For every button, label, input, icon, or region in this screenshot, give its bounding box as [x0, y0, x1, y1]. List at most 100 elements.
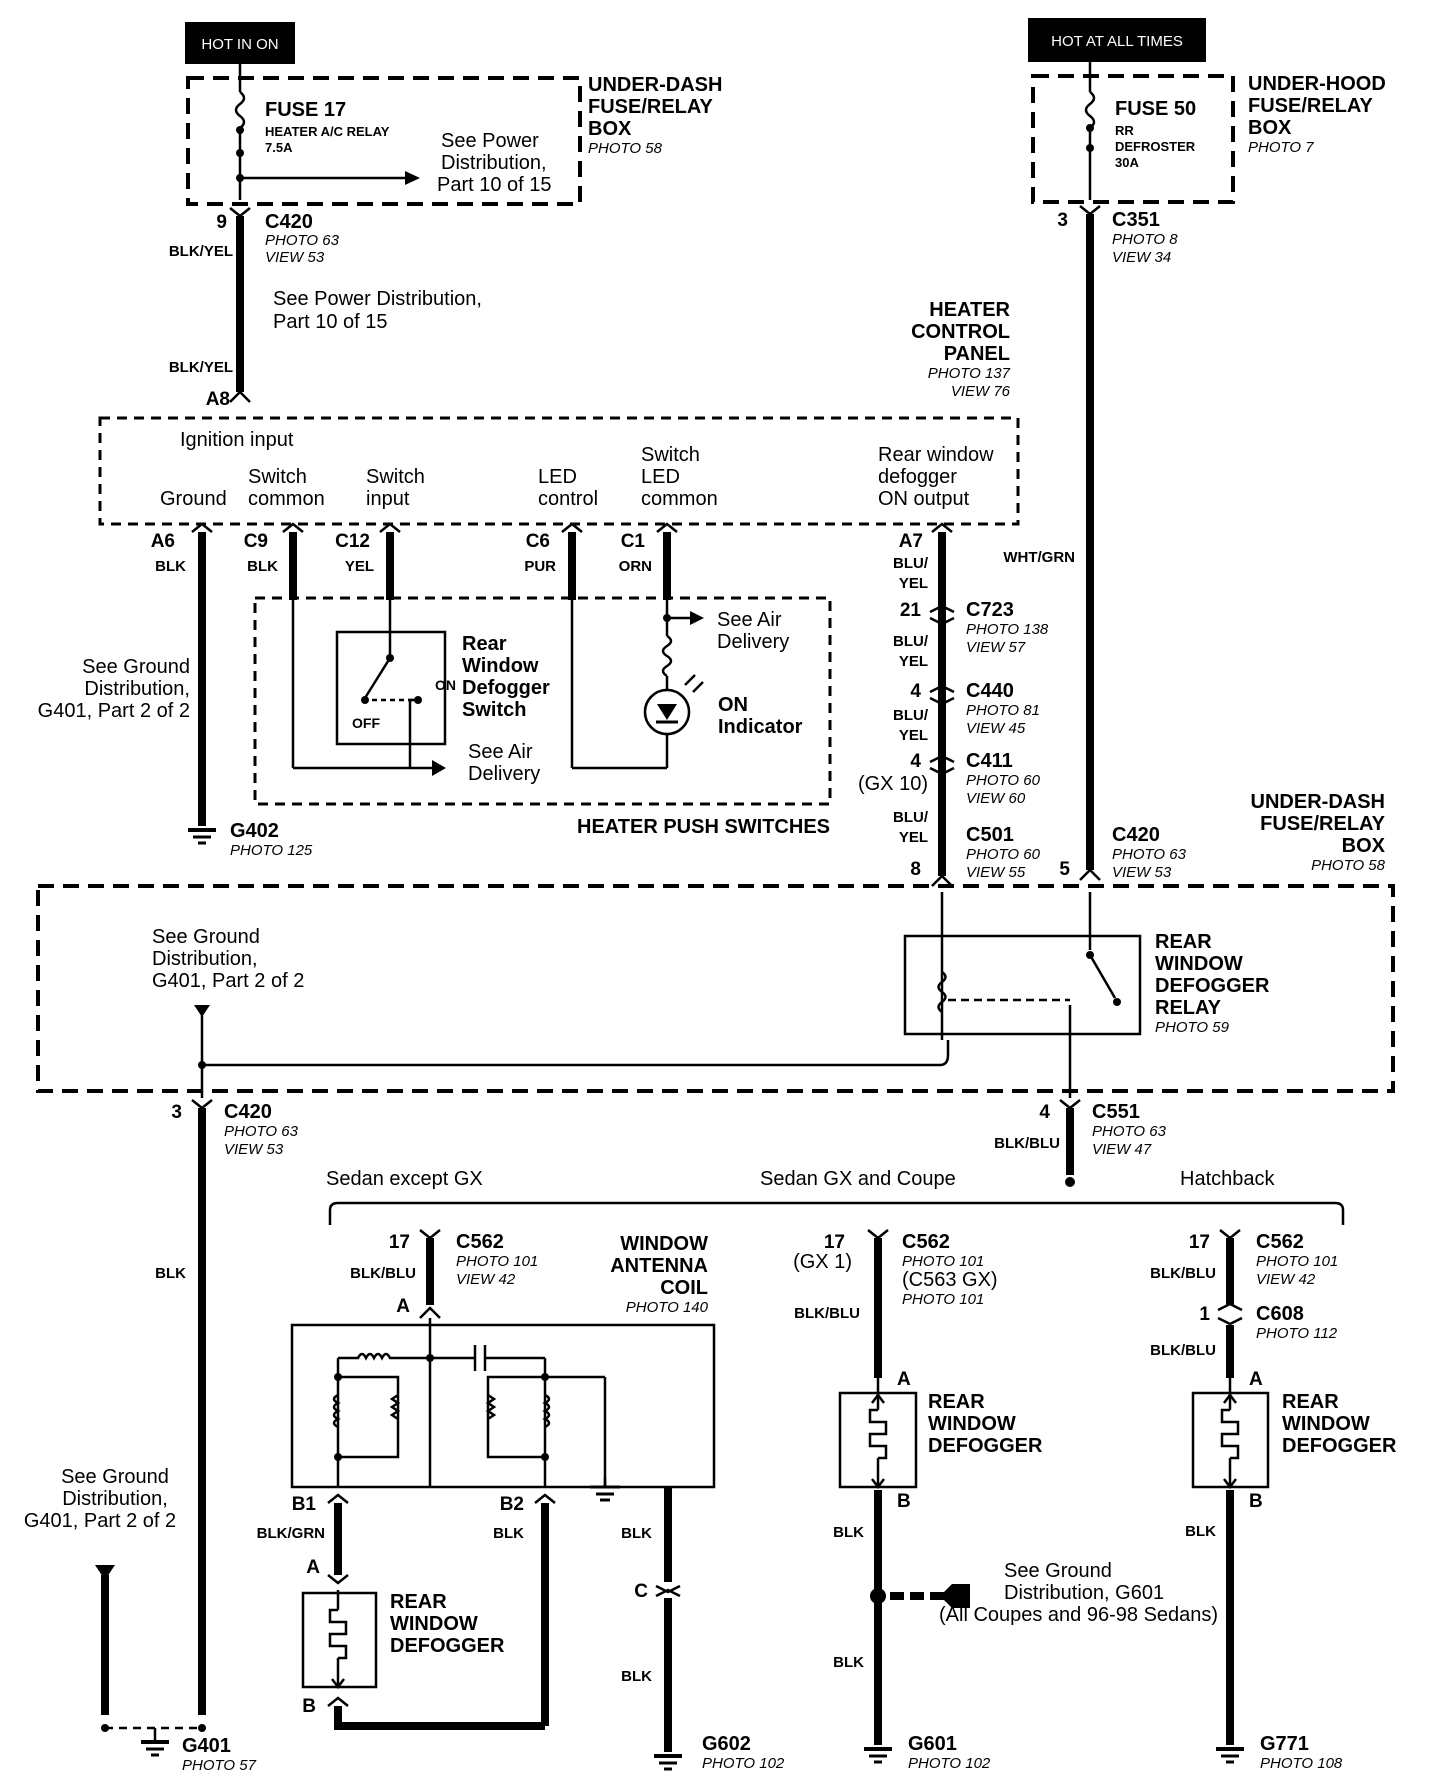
svg-text:BLU/: BLU/ [893, 809, 929, 826]
svg-text:A: A [1249, 1369, 1263, 1390]
svg-text:17: 17 [824, 1232, 845, 1253]
svg-text:4: 4 [910, 751, 921, 772]
svg-text:VIEW 76: VIEW 76 [951, 383, 1011, 400]
svg-text:Indicator: Indicator [718, 716, 803, 738]
led-indicator-icon [643, 674, 704, 736]
svg-text:G601: G601 [908, 1733, 957, 1755]
svg-text:B2: B2 [500, 1494, 524, 1515]
heater-control-panel: HEATER CONTROL PANEL PHOTO 137 VIEW 76 I… [98, 299, 1020, 526]
svg-text:Sedan except GX: Sedan except GX [326, 1168, 483, 1190]
svg-text:See Air: See Air [717, 609, 782, 631]
svg-text:A6: A6 [151, 531, 175, 552]
svg-text:FUSE/RELAY: FUSE/RELAY [1260, 813, 1386, 835]
svg-text:See Ground: See Ground [1004, 1560, 1112, 1582]
svg-text:BLK/GRN: BLK/GRN [257, 1525, 325, 1542]
svg-text:PHOTO 125: PHOTO 125 [230, 842, 313, 859]
svg-text:WHT/GRN: WHT/GRN [1003, 549, 1075, 566]
svg-text:4: 4 [910, 681, 921, 702]
svg-text:See Power: See Power [441, 130, 539, 152]
svg-text:PHOTO 8: PHOTO 8 [1112, 231, 1178, 248]
svg-text:B: B [897, 1491, 911, 1512]
svg-text:9: 9 [216, 212, 227, 233]
svg-text:COIL: COIL [660, 1277, 708, 1299]
svg-text:PHOTO 7: PHOTO 7 [1248, 139, 1314, 156]
svg-text:(GX 1): (GX 1) [793, 1251, 852, 1273]
svg-text:Rear: Rear [462, 633, 507, 655]
svg-text:PHOTO 63: PHOTO 63 [224, 1123, 299, 1140]
svg-text:Switch: Switch [641, 444, 700, 466]
svg-text:3: 3 [1057, 210, 1068, 231]
svg-text:PHOTO 101: PHOTO 101 [902, 1291, 984, 1308]
svg-text:LED: LED [538, 466, 577, 488]
svg-text:PHOTO 137: PHOTO 137 [928, 365, 1011, 382]
svg-text:BLK: BLK [247, 558, 278, 575]
svg-text:ON: ON [718, 694, 748, 716]
svg-text:REAR: REAR [928, 1391, 985, 1413]
svg-text:HEATER PUSH SWITCHES: HEATER PUSH SWITCHES [577, 816, 830, 838]
svg-text:Distribution,: Distribution, [84, 678, 190, 700]
svg-text:17: 17 [1189, 1232, 1210, 1253]
svg-text:BLU/: BLU/ [893, 707, 929, 724]
svg-text:PHOTO 108: PHOTO 108 [1260, 1755, 1343, 1772]
under-dash-fuse-box-lower: UNDER-DASH FUSE/RELAY BOX PHOTO 58 See G… [36, 791, 1395, 1098]
svg-text:C723: C723 [966, 599, 1014, 621]
svg-text:common: common [641, 488, 718, 510]
svg-text:defogger: defogger [878, 466, 957, 488]
svg-text:RELAY: RELAY [1155, 997, 1222, 1019]
g402-ground-wire: BLK See Ground Distribution, G401, Part … [38, 532, 313, 859]
svg-text:B: B [1249, 1491, 1263, 1512]
svg-text:WINDOW: WINDOW [1155, 953, 1243, 975]
svg-text:PUR: PUR [524, 558, 556, 575]
svg-text:C1: C1 [621, 531, 646, 552]
svg-text:BOX: BOX [588, 118, 632, 140]
svg-text:VIEW 57: VIEW 57 [966, 639, 1026, 656]
arrow-right-icon [405, 171, 420, 185]
svg-text:PHOTO 58: PHOTO 58 [1311, 857, 1386, 874]
svg-text:RR: RR [1115, 123, 1134, 138]
svg-text:21: 21 [900, 600, 922, 621]
svg-text:WINDOW: WINDOW [1282, 1413, 1370, 1435]
hot-in-on-label: HOT IN ON [185, 22, 295, 64]
svg-text:Part 10 of 15: Part 10 of 15 [273, 311, 388, 333]
svg-text:BLK: BLK [833, 1524, 864, 1541]
svg-text:Switch: Switch [366, 466, 425, 488]
svg-text:ON output: ON output [878, 488, 970, 510]
svg-text:PHOTO 102: PHOTO 102 [702, 1755, 785, 1772]
svg-text:A7: A7 [899, 531, 923, 552]
ground-icon [188, 828, 216, 845]
ground-icon [864, 1747, 892, 1764]
svg-text:BOX: BOX [1248, 117, 1292, 139]
svg-text:C551: C551 [1092, 1101, 1140, 1123]
svg-text:Switch: Switch [462, 699, 526, 721]
under-hood-fuse-box: FUSE 50 RR DEFROSTER 30A UNDER-HOOD FUSE… [1031, 62, 1386, 204]
g401-ground: See Ground Distribution, G401, Part 2 of… [24, 1466, 257, 1774]
svg-text:Defogger: Defogger [462, 677, 550, 699]
svg-text:BLK/BLU: BLK/BLU [1150, 1342, 1216, 1359]
svg-text:G402: G402 [230, 820, 279, 842]
svg-text:BLK: BLK [833, 1654, 864, 1671]
svg-text:ON: ON [435, 677, 456, 693]
svg-text:VIEW 34: VIEW 34 [1112, 249, 1171, 266]
svg-text:Ignition input: Ignition input [180, 429, 294, 451]
svg-text:A: A [897, 1369, 911, 1390]
svg-text:HOT IN ON: HOT IN ON [201, 36, 278, 53]
svg-text:VIEW 53: VIEW 53 [265, 249, 325, 266]
svg-text:PHOTO 138: PHOTO 138 [966, 621, 1049, 638]
svg-text:(C563 GX): (C563 GX) [902, 1269, 998, 1291]
svg-text:OFF: OFF [352, 715, 380, 731]
svg-text:BLK/BLU: BLK/BLU [994, 1135, 1060, 1152]
svg-text:Hatchback: Hatchback [1180, 1168, 1275, 1190]
svg-text:REAR: REAR [390, 1591, 447, 1613]
svg-text:See Power Distribution,: See Power Distribution, [273, 288, 482, 310]
svg-text:HOT AT ALL TIMES: HOT AT ALL TIMES [1051, 33, 1183, 50]
svg-text:PHOTO 59: PHOTO 59 [1155, 1019, 1230, 1036]
svg-text:PHOTO 102: PHOTO 102 [908, 1755, 991, 1772]
svg-text:BLK/BLU: BLK/BLU [1150, 1265, 1216, 1282]
svg-text:BLK/BLU: BLK/BLU [350, 1265, 416, 1282]
svg-text:VIEW 47: VIEW 47 [1092, 1141, 1152, 1158]
svg-text:DEFOGGER: DEFOGGER [1282, 1435, 1397, 1457]
switch-wires: BLK YEL PUR ORN [247, 532, 671, 600]
svg-text:PHOTO 60: PHOTO 60 [966, 772, 1041, 789]
svg-text:REAR: REAR [1155, 931, 1212, 953]
svg-text:UNDER-DASH: UNDER-DASH [588, 74, 722, 96]
